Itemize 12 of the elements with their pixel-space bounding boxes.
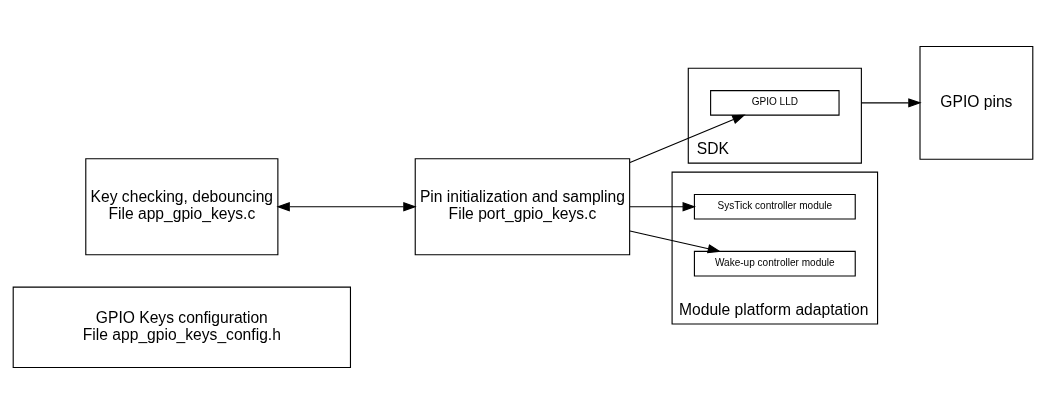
node-box: Wake-up controller module	[693, 250, 856, 277]
arrow	[860, 98, 922, 108]
arrow	[629, 202, 696, 212]
arrow	[629, 230, 722, 254]
node-box: GPIO pins	[919, 45, 1034, 160]
node-box: Key checking, debouncing File app_gpio_keys.c	[85, 158, 279, 256]
arrow	[276, 202, 417, 212]
node-box: SysTick controller module	[693, 193, 856, 220]
arrow	[629, 114, 746, 164]
node-box: Pin initialization and sampling File port_gpio_keys.c	[414, 158, 631, 256]
node-box: GPIO LLD	[710, 90, 840, 116]
node-box: GPIO Keys configuration File app_gpio_keys_config.h	[12, 286, 351, 369]
